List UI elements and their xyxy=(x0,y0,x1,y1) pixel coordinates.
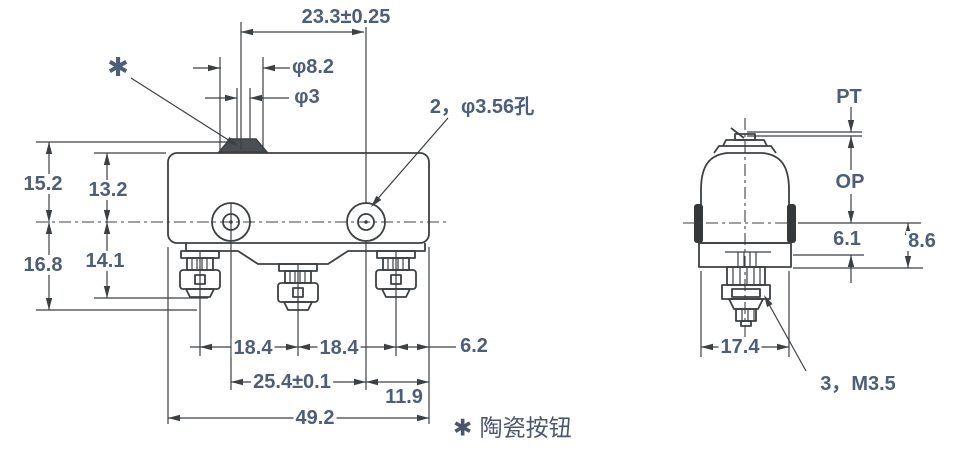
dim-terminal-pitch-2-label: 18.4 xyxy=(317,337,361,359)
dim-pin-diameter-label: φ3 xyxy=(292,86,322,108)
terminal-side xyxy=(721,266,771,327)
leader-lines-front xyxy=(130,77,449,207)
dimension-lines-side xyxy=(700,106,923,357)
screw-callout-label: 3，M3.5 xyxy=(818,373,898,395)
hole-callout-leader xyxy=(373,117,449,204)
asterisk-leader xyxy=(130,77,231,142)
side-clamp-left xyxy=(694,204,703,243)
hole-callout-label: 2，φ3.56孔 xyxy=(427,96,537,118)
dim-13-2-label: 13.2 xyxy=(86,179,130,201)
dim-hole-edge-label: 11.9 xyxy=(383,386,425,408)
operating-position-label: OP xyxy=(833,171,867,193)
dim-top-width-label: 23.3±0.25 xyxy=(299,6,393,28)
free-position-lines xyxy=(747,131,862,137)
ceramic-button-footnote: ✱ 陶瓷按钮 xyxy=(453,415,572,442)
dim-hole-pitch-label: 25.4±0.1 xyxy=(251,371,333,393)
asterisk-marker: ✱ xyxy=(107,53,129,83)
dim-terminal-pitch-1-label: 18.4 xyxy=(231,337,275,359)
plunger-button xyxy=(217,138,269,153)
dim-depth-label: 17.4 xyxy=(718,336,762,358)
side-view xyxy=(683,106,923,372)
screw-callout-leader xyxy=(765,298,807,372)
dim-15-2-label: 15.2 xyxy=(21,173,65,195)
front-view xyxy=(36,22,456,424)
dim-16-8-label: 16.8 xyxy=(21,254,65,276)
dim-8-6-label: 8.6 xyxy=(906,230,938,252)
dimension-lines-front xyxy=(36,22,456,424)
leader-lines-side xyxy=(764,295,807,372)
dim-6-1-label: 6.1 xyxy=(831,228,863,250)
dim-terminal-edge-label: 6.2 xyxy=(458,335,490,357)
dim-total-width-label: 49.2 xyxy=(293,407,337,429)
dim-button-diameter-label: φ8.2 xyxy=(289,56,337,78)
switch-body-front xyxy=(167,138,430,265)
dim-14-1-label: 14.1 xyxy=(83,250,127,272)
pretravel-label: PT xyxy=(834,86,864,108)
